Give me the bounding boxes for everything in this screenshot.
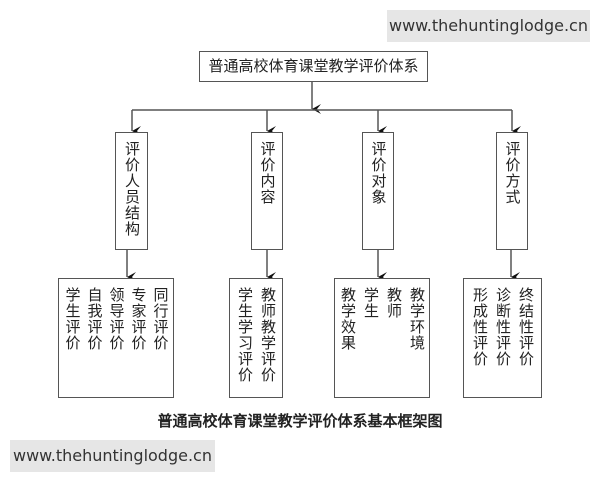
leaf-item: 学生学习评价 — [236, 287, 254, 383]
leaf-item: 教学环境 — [408, 287, 426, 351]
watermark-top: www.thehuntinglodge.cn — [387, 10, 590, 42]
leaf-item: 专家评价 — [129, 287, 148, 351]
leaf-item: 诊断性评价 — [494, 287, 512, 367]
leaf-item: 领导评价 — [107, 287, 126, 351]
category-label: 评价方式 — [503, 141, 522, 205]
leaf-node: 教学效果 学生 教师 教学环境 — [334, 278, 430, 398]
leaf-item: 教师 — [385, 287, 403, 319]
leaf-item: 学生 — [362, 287, 380, 319]
leaf-item: 教学效果 — [339, 287, 357, 351]
category-label: 评价内容 — [258, 141, 277, 205]
leaf-node: 学生评价 自我评价 领导评价 专家评价 同行评价 — [58, 278, 174, 398]
category-label: 评价对象 — [369, 141, 388, 205]
leaf-item: 学生评价 — [63, 287, 82, 351]
category-node: 评价方式 — [496, 132, 528, 250]
watermark-bottom: www.thehuntinglodge.cn — [10, 440, 215, 472]
category-node: 评价人员结构 — [115, 132, 148, 250]
leaf-item: 同行评价 — [151, 287, 170, 351]
leaf-item: 自我评价 — [85, 287, 104, 351]
category-node: 评价内容 — [251, 132, 283, 250]
leaf-item: 形成性评价 — [471, 287, 489, 367]
category-node: 评价对象 — [362, 132, 394, 250]
leaf-node: 形成性评价 诊断性评价 终结性评价 — [463, 278, 542, 398]
root-node: 普通高校体育课堂教学评价体系 — [199, 51, 428, 82]
diagram-caption: 普通高校体育课堂教学评价体系基本框架图 — [157, 412, 443, 430]
root-label: 普通高校体育课堂教学评价体系 — [208, 57, 419, 75]
leaf-node: 学生学习评价 教师教学评价 — [229, 278, 283, 398]
category-label: 评价人员结构 — [123, 141, 141, 237]
leaf-item: 终结性评价 — [517, 287, 535, 367]
leaf-item: 教师教学评价 — [259, 287, 277, 383]
